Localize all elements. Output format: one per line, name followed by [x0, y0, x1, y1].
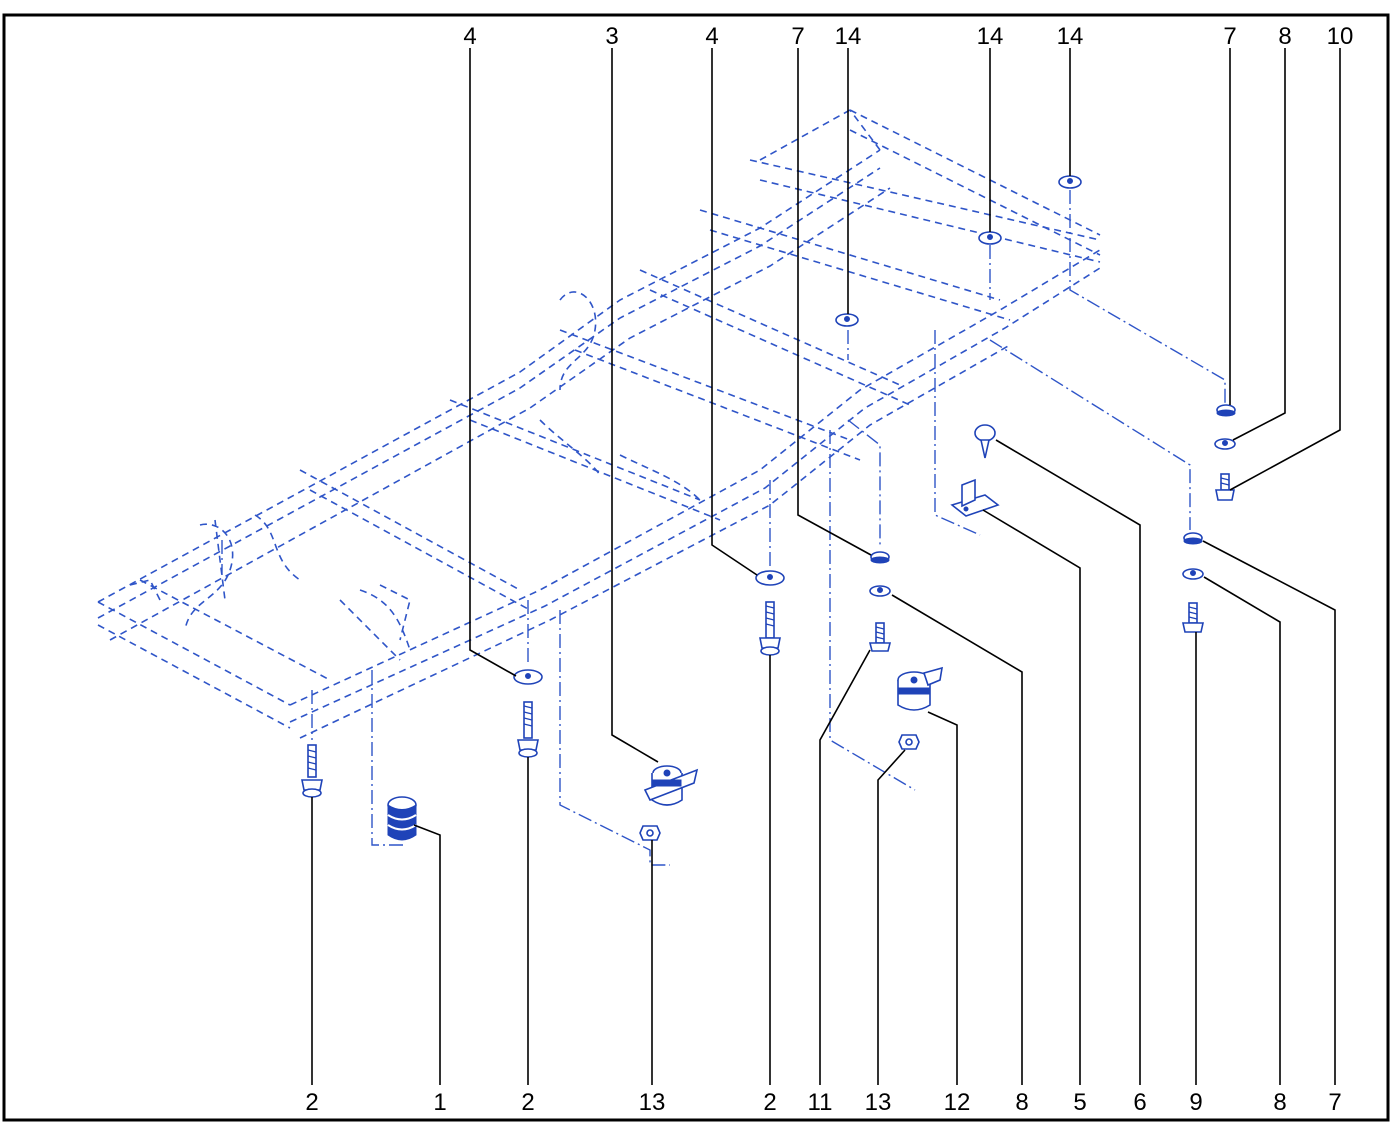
nut-13-right: [898, 734, 920, 750]
callout-14-c: 14: [1057, 23, 1084, 50]
washer-8-upper: [1214, 438, 1236, 450]
callouts-bottom: 2 1 2 13 2 11 13 12 8 5 6 9 8 7: [305, 1089, 1341, 1116]
nut-13-left: [639, 825, 661, 841]
assembly-axis-lines: [221, 190, 1226, 866]
bracket-5: [950, 478, 1000, 517]
washer-7-lower: [870, 551, 890, 564]
callout-2-c: 2: [763, 1089, 776, 1116]
callout-14-b: 14: [977, 23, 1004, 50]
washer-4-right: [755, 570, 785, 586]
washer-7-right: [1183, 532, 1203, 545]
vehicle-frame: [97, 109, 1101, 739]
callout-1: 1: [433, 1089, 446, 1116]
bolt-11: [868, 622, 892, 652]
callout-9: 9: [1189, 1089, 1202, 1116]
callout-8-c: 8: [1273, 1089, 1286, 1116]
screw-6: [974, 424, 996, 459]
callout-4-a: 4: [463, 23, 476, 50]
callout-6: 6: [1133, 1089, 1146, 1116]
callout-3: 3: [605, 23, 618, 50]
callout-2-b: 2: [521, 1089, 534, 1116]
callout-12: 12: [944, 1089, 971, 1116]
callout-5: 5: [1073, 1089, 1086, 1116]
diagram-border: [2, 13, 1390, 1122]
callout-7-a: 7: [791, 23, 804, 50]
bolt-2-front: [301, 744, 323, 798]
leader-lines: [311, 48, 1341, 1085]
callout-8-a: 8: [1278, 23, 1291, 50]
callout-13-b: 13: [865, 1089, 892, 1116]
washer-4-left: [513, 669, 543, 685]
callout-2-a: 2: [305, 1089, 318, 1116]
body-mount-washers-14: [835, 175, 1082, 327]
rubber-bumper-1: [387, 796, 417, 841]
washer-7-upper: [1216, 404, 1236, 417]
callout-11: 11: [808, 1089, 833, 1116]
bolt-2-right: [759, 601, 781, 656]
callout-4-b: 4: [705, 23, 718, 50]
callout-10: 10: [1327, 23, 1354, 50]
engine-mount-12: [897, 666, 943, 711]
callout-8-b: 8: [1015, 1089, 1028, 1116]
callout-13-a: 13: [639, 1089, 666, 1116]
washer-8-right: [1182, 568, 1204, 580]
bolt-10: [1215, 473, 1235, 501]
callout-7-c: 7: [1328, 1089, 1341, 1116]
callout-14-a: 14: [835, 23, 862, 50]
bolt-2-middle: [517, 701, 539, 758]
callout-7-b: 7: [1223, 23, 1236, 50]
bolt-9: [1182, 602, 1204, 633]
washer-8-lower: [869, 585, 891, 597]
engine-mount-3: [643, 765, 699, 806]
callouts-top: 4 3 4 7 14 14 14 7 8 10: [463, 23, 1353, 50]
